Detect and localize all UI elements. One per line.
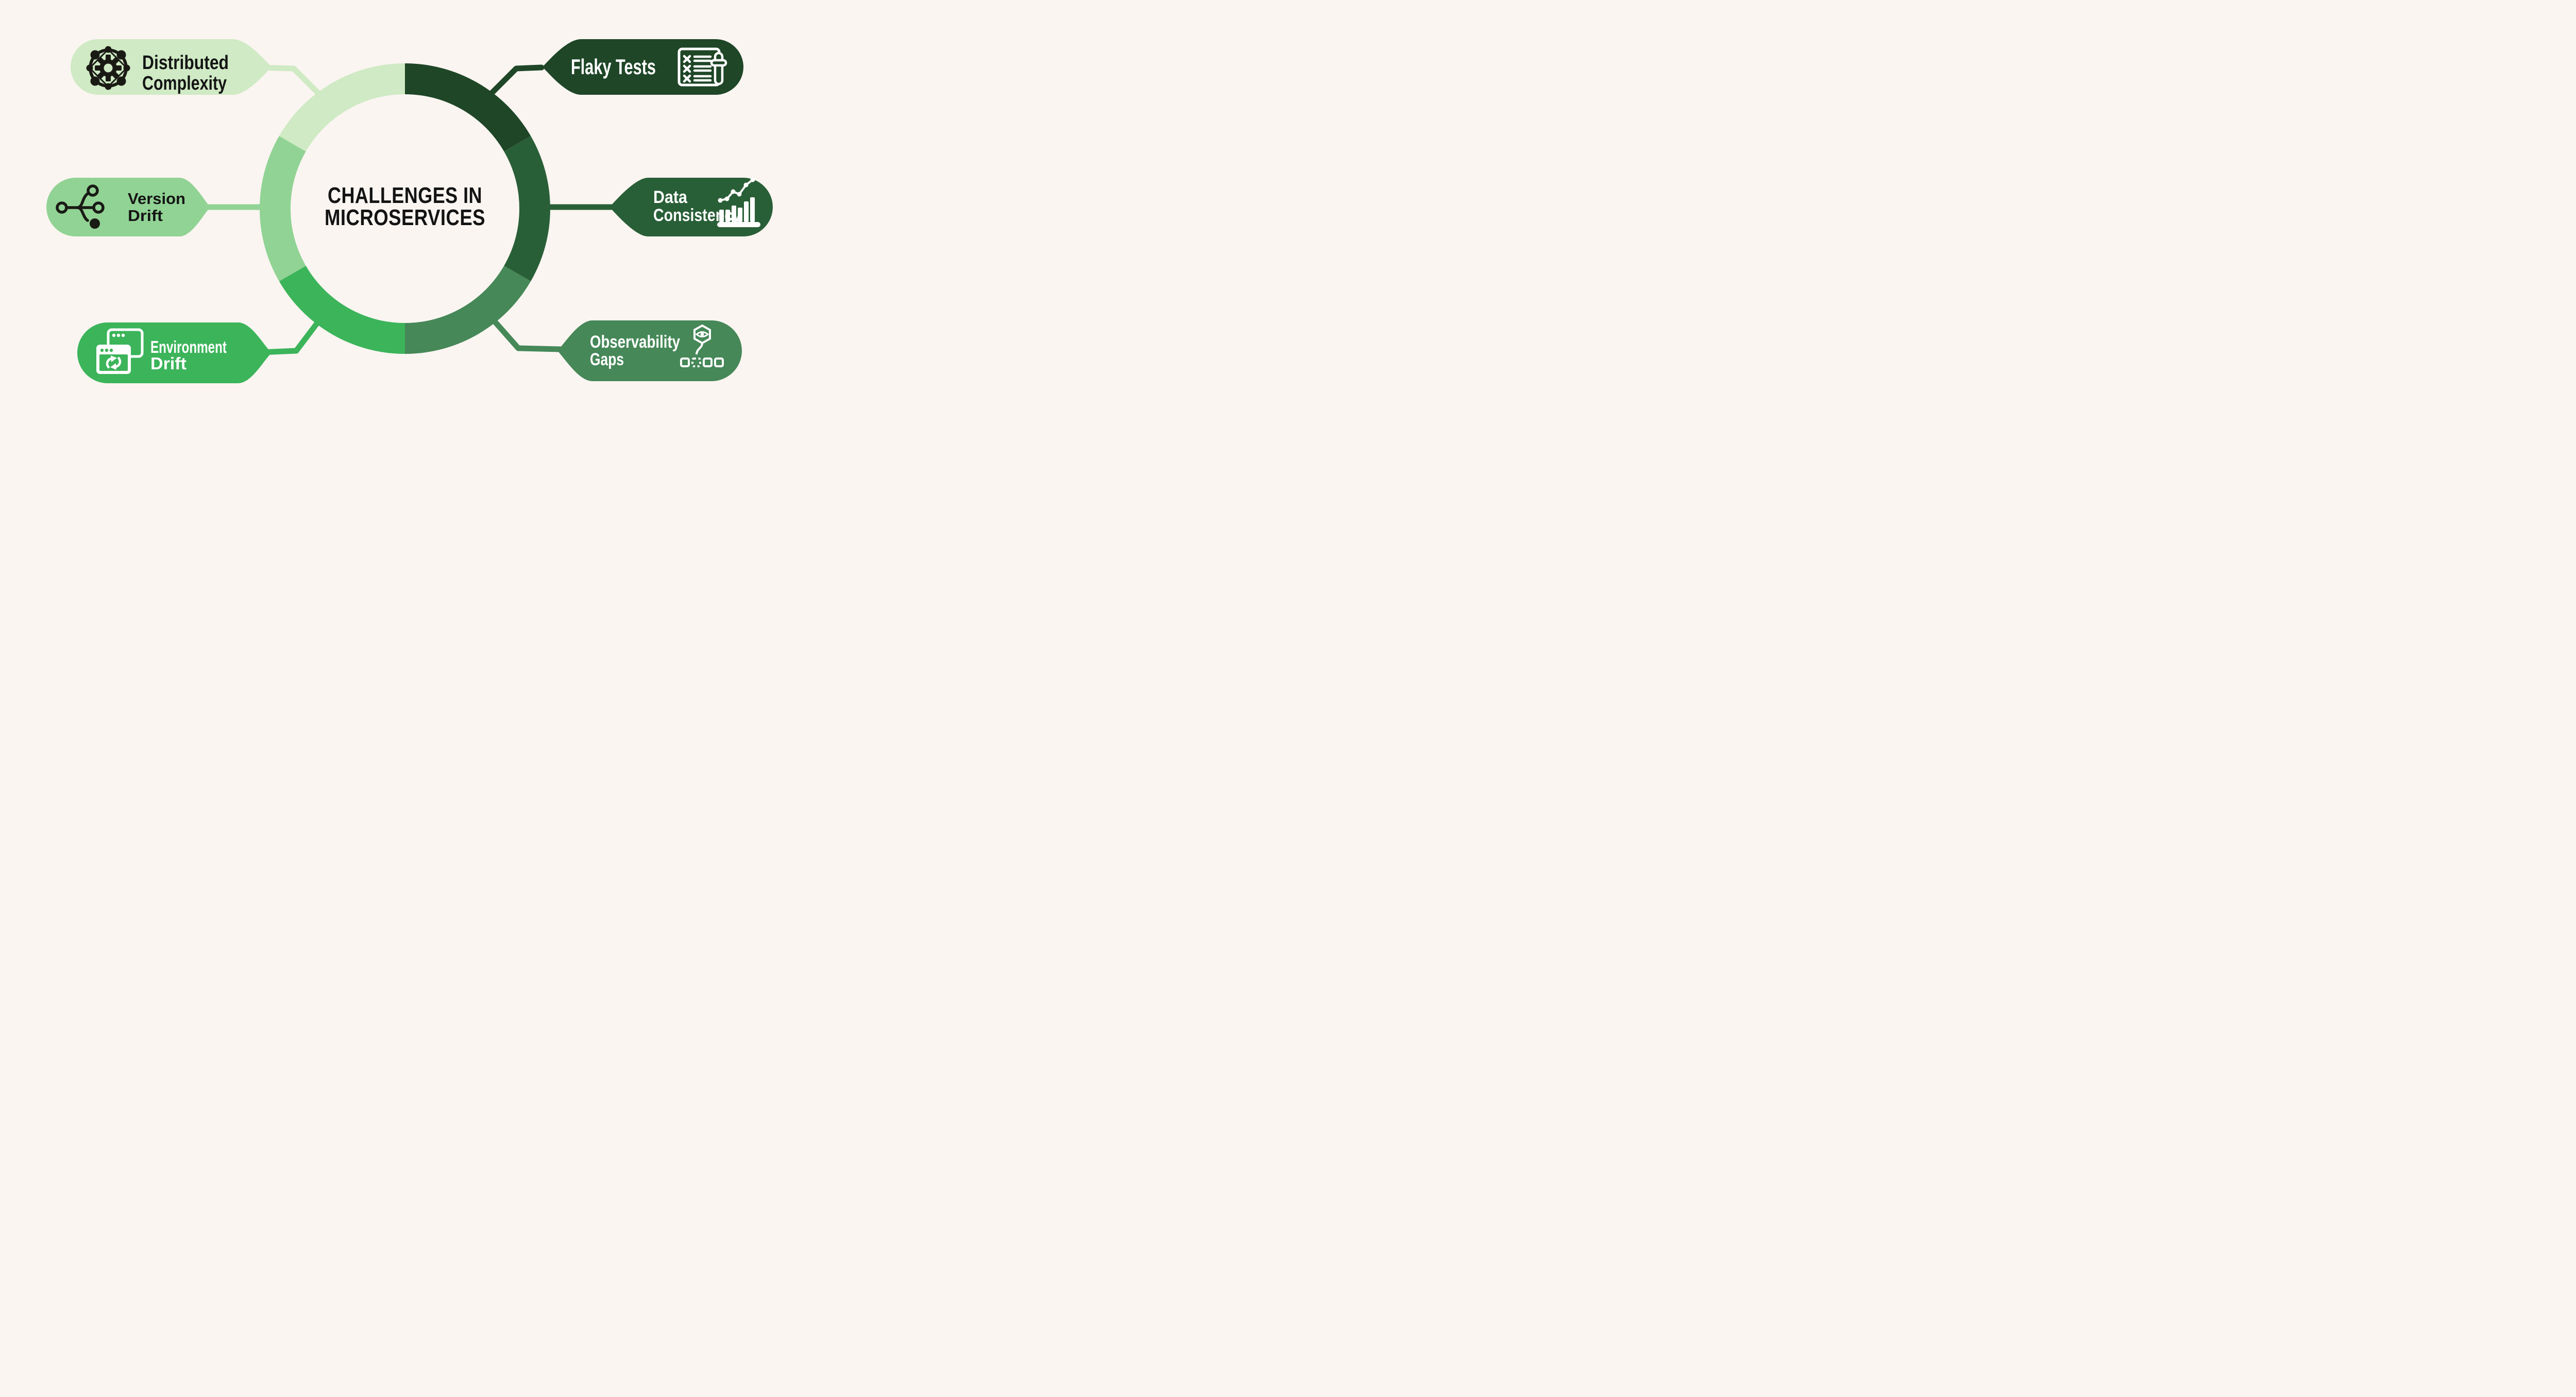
window-dot: [100, 348, 104, 352]
ring-segment-observability-gaps: [405, 266, 531, 354]
window-dot: [109, 348, 113, 352]
title-line-1: CHALLENGES IN: [328, 183, 482, 208]
window-body: [99, 354, 128, 371]
ring-segment-version-drift: [260, 136, 306, 281]
ring-segment-flaky-tests: [405, 63, 531, 151]
label-observability: Observability: [590, 332, 680, 352]
infographic-canvas: CHALLENGES IN MICROSERVICES: [0, 0, 808, 428]
label-flaky-tests: Flaky Tests: [571, 55, 656, 79]
label-consistency: Consistency: [653, 206, 741, 225]
title-line-2: MICROSERVICES: [325, 205, 485, 230]
test-checklist-icon: [677, 47, 727, 87]
hexagon-eye-icon: [680, 324, 724, 367]
test-tube-collar: [710, 59, 727, 67]
label-data: Data: [653, 188, 688, 207]
dashed-gap-square: [691, 357, 701, 367]
label-version: Version: [128, 190, 185, 208]
label-distributed: Distributed: [142, 52, 229, 74]
center-title: CHALLENGES IN MICROSERVICES: [325, 183, 485, 230]
node-flaky-tests: Flaky Tests: [543, 39, 743, 95]
ring-chart: [260, 63, 550, 354]
test-tube: [714, 52, 724, 86]
label-environment: Environment: [150, 337, 227, 356]
network-gear-icon: [86, 46, 130, 90]
label-complexity: Complexity: [142, 73, 227, 94]
ring-segment-data-consistency: [504, 136, 550, 281]
node-environment-drift: Environment Drift: [77, 322, 272, 383]
bar-chart-icon: [717, 177, 760, 227]
pill-observability-gaps: [557, 320, 742, 381]
node-data-consistency: Data Consistency: [609, 177, 773, 236]
node-distributed-complexity: Distributed Complexity: [71, 39, 272, 95]
node-version-drift: Version Drift: [46, 178, 210, 236]
node-observability-gaps: Observability Gaps: [557, 320, 742, 381]
sync-arrows-icon: [106, 355, 122, 370]
pill-flaky-tests: [543, 39, 743, 95]
ring-segment-distributed-complexity: [279, 63, 405, 151]
label-observability-gaps: Gaps: [590, 350, 624, 369]
label-version-drift: Drift: [128, 207, 163, 225]
label-environment-drift: Drift: [150, 354, 187, 373]
window-dot: [105, 348, 109, 352]
infographic: CHALLENGES IN MICROSERVICES: [0, 0, 808, 428]
ring-segment-environment-drift: [279, 266, 405, 354]
gear-hole: [104, 63, 113, 73]
sync-windows-icon: [96, 328, 144, 374]
git-branch-icon: [56, 184, 105, 229]
